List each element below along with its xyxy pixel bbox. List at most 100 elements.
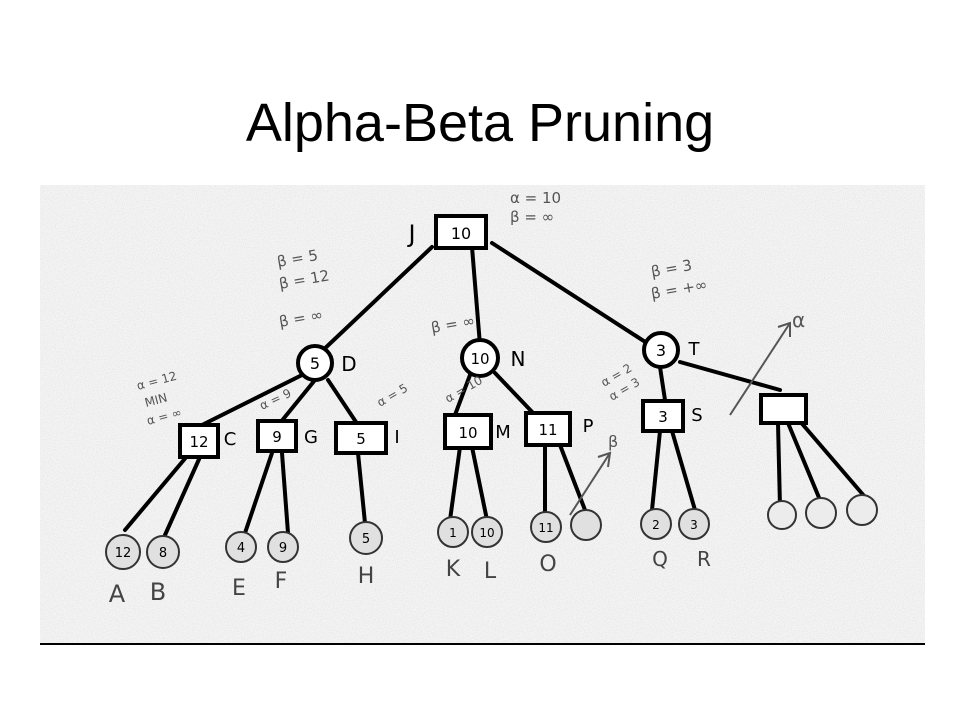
node-c-value: 12 [189, 433, 208, 451]
node-t-label: T [688, 339, 701, 360]
root-box [434, 214, 488, 250]
edge-s-q [650, 429, 662, 512]
node-g-label: G [304, 427, 318, 448]
edge-g-f [280, 451, 290, 535]
bottom-rule [40, 643, 925, 645]
leaf-b-label: B [150, 578, 166, 606]
edge-c-b [163, 455, 202, 537]
leaf-f: 9 F [267, 531, 299, 594]
edge-c-a [123, 453, 190, 532]
leaf-pruned-3 [805, 497, 837, 529]
node-g-box [256, 419, 298, 453]
leaf-pruned-1 [570, 509, 602, 541]
node-g-value: 9 [272, 428, 282, 446]
node-n-circle [460, 338, 500, 378]
leaf-k-circle [437, 516, 469, 548]
node-i-label: I [394, 427, 399, 448]
leaf-l-label: L [484, 559, 497, 584]
leaf-e: 4 E [225, 531, 257, 601]
edge-t-s [658, 365, 667, 402]
leaf-e-circle [225, 531, 257, 563]
node-m-label: M [495, 422, 511, 443]
node-t-circle [642, 331, 680, 369]
edge-n-m [453, 373, 472, 417]
edge-u-v2 [786, 421, 822, 502]
alpha-arrow-line [729, 322, 791, 416]
node-d-value: 5 [310, 354, 320, 373]
node-d-label: D [341, 352, 356, 376]
leaf-r-label: R [697, 547, 711, 571]
leaf-b: 8 B [146, 535, 180, 606]
edge-t-u [678, 360, 782, 392]
alpha-arrow-head [777, 321, 791, 337]
leaf-h-label: H [358, 564, 375, 589]
leaf-k: 1 K [437, 516, 469, 582]
edge-g-e [243, 451, 274, 535]
node-p-value: 11 [538, 421, 557, 439]
leaf-pruned-3-circle [805, 497, 837, 529]
edge-u-v1 [776, 421, 782, 509]
leaf-a-circle [105, 534, 141, 570]
node-m-value: 10 [458, 424, 477, 442]
leaf-o-value: 11 [538, 521, 553, 535]
leaf-pruned-4-circle [846, 494, 878, 526]
node-c-box [178, 423, 220, 459]
leaf-pruned-2-circle [767, 500, 797, 530]
leaf-b-circle [146, 535, 180, 569]
edge-d-g [278, 378, 317, 425]
leaf-e-value: 4 [237, 541, 245, 556]
annotation-arrows: β α [569, 308, 805, 516]
tree-edges [123, 241, 867, 537]
leaf-o-label: O [539, 552, 556, 577]
node-c-label: C [224, 429, 237, 450]
level1-nodes: 5 D 10 N 3 T [296, 331, 701, 382]
leaf-e-label: E [232, 576, 246, 601]
edge-m-k [448, 445, 462, 522]
node-s-label: S [691, 405, 702, 426]
edge-n-p [493, 371, 537, 417]
leaf-a: 12 A [105, 534, 141, 608]
leaf-f-circle [267, 531, 299, 563]
leaf-l: 10 L [471, 516, 503, 584]
edge-s-r [670, 429, 697, 512]
edge-i-h [356, 451, 367, 525]
leaf-q-circle [640, 508, 672, 540]
leaf-l-value: 10 [479, 526, 494, 540]
leaf-h-circle [349, 521, 383, 555]
game-tree-diagram: 10 J 5 D 10 N 3 T 12 C 9 G 5 I [40, 185, 925, 643]
leaf-nodes: 12 A 8 B 4 E 9 F 5 H [105, 494, 878, 608]
root-label: J [406, 220, 415, 248]
leaf-pruned-1-circle [570, 509, 602, 541]
slide-title: Alpha-Beta Pruning [245, 93, 715, 153]
node-s-value: 3 [658, 408, 668, 426]
leaf-pruned-2 [767, 500, 797, 530]
leaf-k-value: 1 [449, 526, 457, 540]
root-bound-2: β = ∞ [510, 208, 554, 226]
leaf-o-circle [530, 511, 562, 543]
beta-arrow-line [569, 452, 611, 516]
node-p-label: P [583, 416, 594, 437]
leaf-b-value: 8 [159, 546, 167, 561]
leaf-h-value: 5 [362, 532, 370, 547]
edge-d-c [200, 373, 304, 427]
leaf-a-value: 12 [115, 546, 132, 561]
leaf-o: 11 O [530, 511, 562, 577]
root-bound-1: α = 10 [510, 189, 561, 207]
node-d-circle [296, 344, 334, 382]
leaf-a-label: A [109, 580, 126, 608]
leaf-f-value: 9 [279, 541, 287, 556]
node-m-box [443, 413, 493, 450]
node-u-box [759, 393, 808, 425]
leaf-l-circle [471, 516, 503, 548]
leaf-q: 2 Q [640, 508, 672, 571]
node-t-value: 3 [656, 341, 666, 360]
leaf-q-value: 2 [652, 518, 660, 532]
edge-u-v3 [796, 417, 867, 499]
leaf-r-circle [678, 508, 710, 540]
node-n-value: 10 [470, 350, 489, 368]
node-n-label: N [511, 347, 526, 371]
node-i-box [334, 421, 388, 455]
beta-arrow-symbol: β [608, 432, 618, 451]
node-p-box [524, 411, 572, 447]
